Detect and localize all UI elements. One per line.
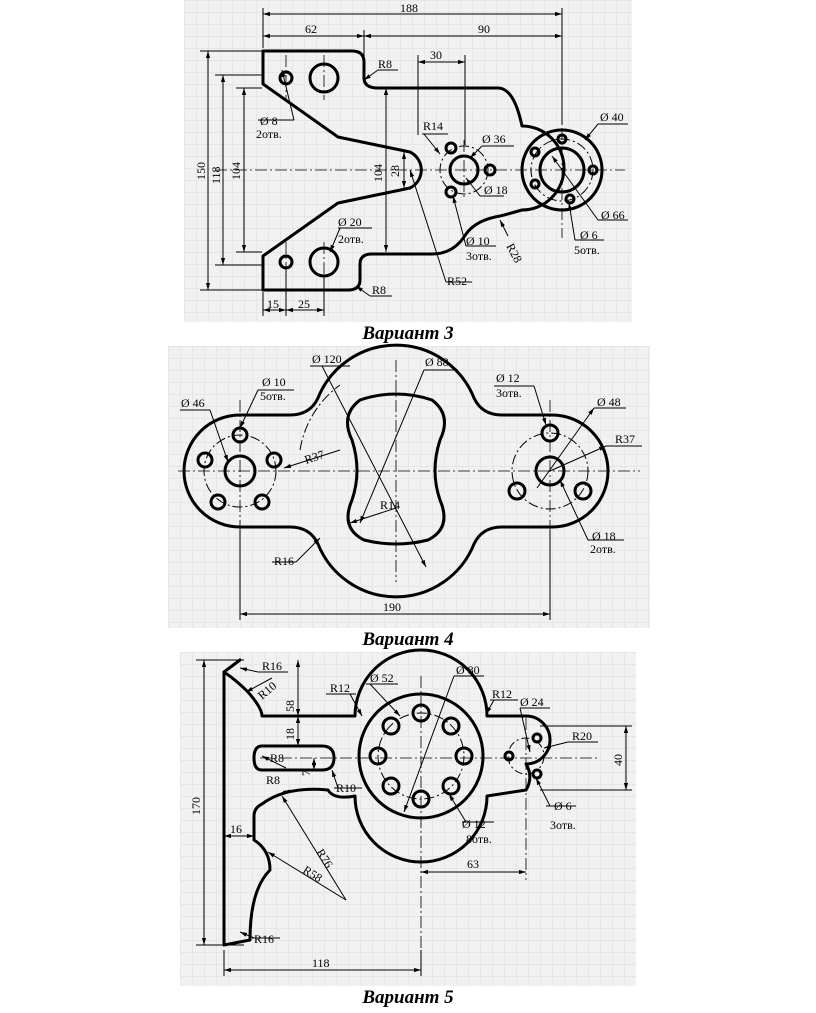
- variant4-hole10-count: 5отв.: [260, 389, 286, 403]
- variant4-r14: R14: [380, 498, 400, 512]
- variant5-caption: Вариант 5: [362, 987, 454, 1008]
- variant5-dim-18: 18: [283, 728, 297, 740]
- variant5-drawing: 170 R16 R10 58 18 7 R12 Ø 52 Ø 80 R12: [189, 648, 632, 976]
- variant4-hole18: Ø 18: [592, 529, 616, 543]
- variant3-drawing: 188 62 90 30 150 118 104 104: [194, 1, 628, 316]
- variant3-hole6: Ø 6: [580, 228, 598, 242]
- variant5-r12-right: R12: [492, 687, 512, 701]
- variant5-r10-top: R10: [255, 679, 279, 703]
- variant3-r14: R14: [423, 119, 443, 133]
- variant5-hole12-count: 8отв.: [466, 832, 492, 846]
- variant4-dia48: Ø 48: [597, 395, 621, 409]
- variant5-dia52: Ø 52: [370, 671, 394, 685]
- variant4-r37-right: R37: [615, 432, 635, 446]
- variant4-dia46: Ø 46: [181, 396, 205, 410]
- variant3-dim-25: 25: [298, 297, 310, 311]
- variant5-dim-58: 58: [283, 700, 297, 712]
- variant4-inner-cutout: [346, 392, 446, 546]
- variant3-hole20-count: 2отв.: [338, 232, 364, 246]
- variant3-hole6-count: 5отв.: [574, 243, 600, 257]
- variant3-hole18: Ø 18: [484, 183, 508, 197]
- variant5-hole6-count: 3отв.: [550, 818, 576, 832]
- variant3-dia40: Ø 40: [600, 110, 624, 124]
- variant4-hole12-count: 3отв.: [496, 386, 522, 400]
- variant5-dim-170: 170: [189, 797, 203, 815]
- variant3-hole10: Ø 10: [466, 234, 490, 248]
- variant3-r8-top: R8: [378, 57, 392, 71]
- variant3-r52: R52: [447, 274, 467, 288]
- variant5-dia24: Ø 24: [520, 695, 544, 709]
- variant4-dim-190: 190: [383, 600, 401, 614]
- variant5-r58: R58: [300, 863, 324, 885]
- variant5-dim-63: 63: [467, 857, 479, 871]
- variant5-r16-bottom: R16: [254, 932, 274, 946]
- variant5-dia80: Ø 80: [456, 663, 480, 677]
- variant3-hole10-count: 3отв.: [466, 249, 492, 263]
- variant5-r76: R76: [313, 846, 335, 870]
- variant5-hole6: Ø 6: [554, 799, 572, 813]
- variant3-dim-104a: 104: [229, 162, 243, 180]
- variant3-dia66: Ø 66: [601, 208, 625, 222]
- variant4-hole12: Ø 12: [496, 371, 520, 385]
- variant5-drawing-panel: [180, 652, 636, 986]
- variant3-dim-118: 118: [209, 166, 223, 184]
- variant5-dim-118: 118: [312, 956, 330, 970]
- variant5-r20: R20: [572, 729, 592, 743]
- variant4-drawing: Ø 120 Ø 88 Ø 10 5отв. Ø 46 Ø 12 3отв. Ø …: [178, 343, 642, 620]
- variant4-r16: R16: [274, 554, 294, 568]
- variant4-outline: [182, 343, 610, 599]
- variant5-outline: [222, 648, 552, 947]
- variant3-dim-28: 28: [388, 165, 402, 177]
- variant4-r37-left: R37: [303, 447, 326, 466]
- variant3-caption: Вариант 3: [362, 323, 454, 344]
- variant3-r8-bottom: R8: [372, 283, 386, 297]
- variant5-hole12: Ø 12: [462, 817, 486, 831]
- variant3-hole20: Ø 20: [338, 215, 362, 229]
- variant4-caption: Вариант 4: [362, 629, 454, 650]
- variant5-r12-left: R12: [330, 681, 350, 695]
- variant5-r16-top: R16: [262, 659, 282, 673]
- variant3-dim-15: 15: [267, 297, 279, 311]
- variant5-r10-lower: R10: [336, 781, 356, 795]
- variant3-dim-188: 188: [400, 1, 418, 15]
- variant4-drawing-panel: [168, 346, 650, 628]
- variant4-hole18-count: 2отв.: [590, 542, 616, 556]
- variant5-r8-lower: R8: [266, 773, 280, 787]
- variant3-hole8: Ø 8: [260, 114, 278, 128]
- variant3-dim-150: 150: [194, 162, 208, 180]
- variant3-dim-104b: 104: [371, 164, 385, 182]
- variant4-hole10: Ø 10: [262, 375, 286, 389]
- variant5-dim-40: 40: [611, 754, 625, 766]
- variant3-hole8-count: 2отв.: [256, 127, 282, 141]
- variant3-dim-90: 90: [478, 22, 490, 36]
- variant4-dia120: Ø 120: [312, 352, 342, 366]
- variant4-dia88: Ø 88: [425, 355, 449, 369]
- variant3-dim-30: 30: [430, 48, 442, 62]
- variant5-r8-upper: R8: [270, 751, 284, 765]
- variant5-dim-16: 16: [230, 822, 242, 836]
- variant3-dim-62: 62: [305, 22, 317, 36]
- variant3-hole36: Ø 36: [482, 132, 506, 146]
- variant5-dim-7: 7: [299, 770, 313, 776]
- variant3-r28: R28: [503, 241, 525, 265]
